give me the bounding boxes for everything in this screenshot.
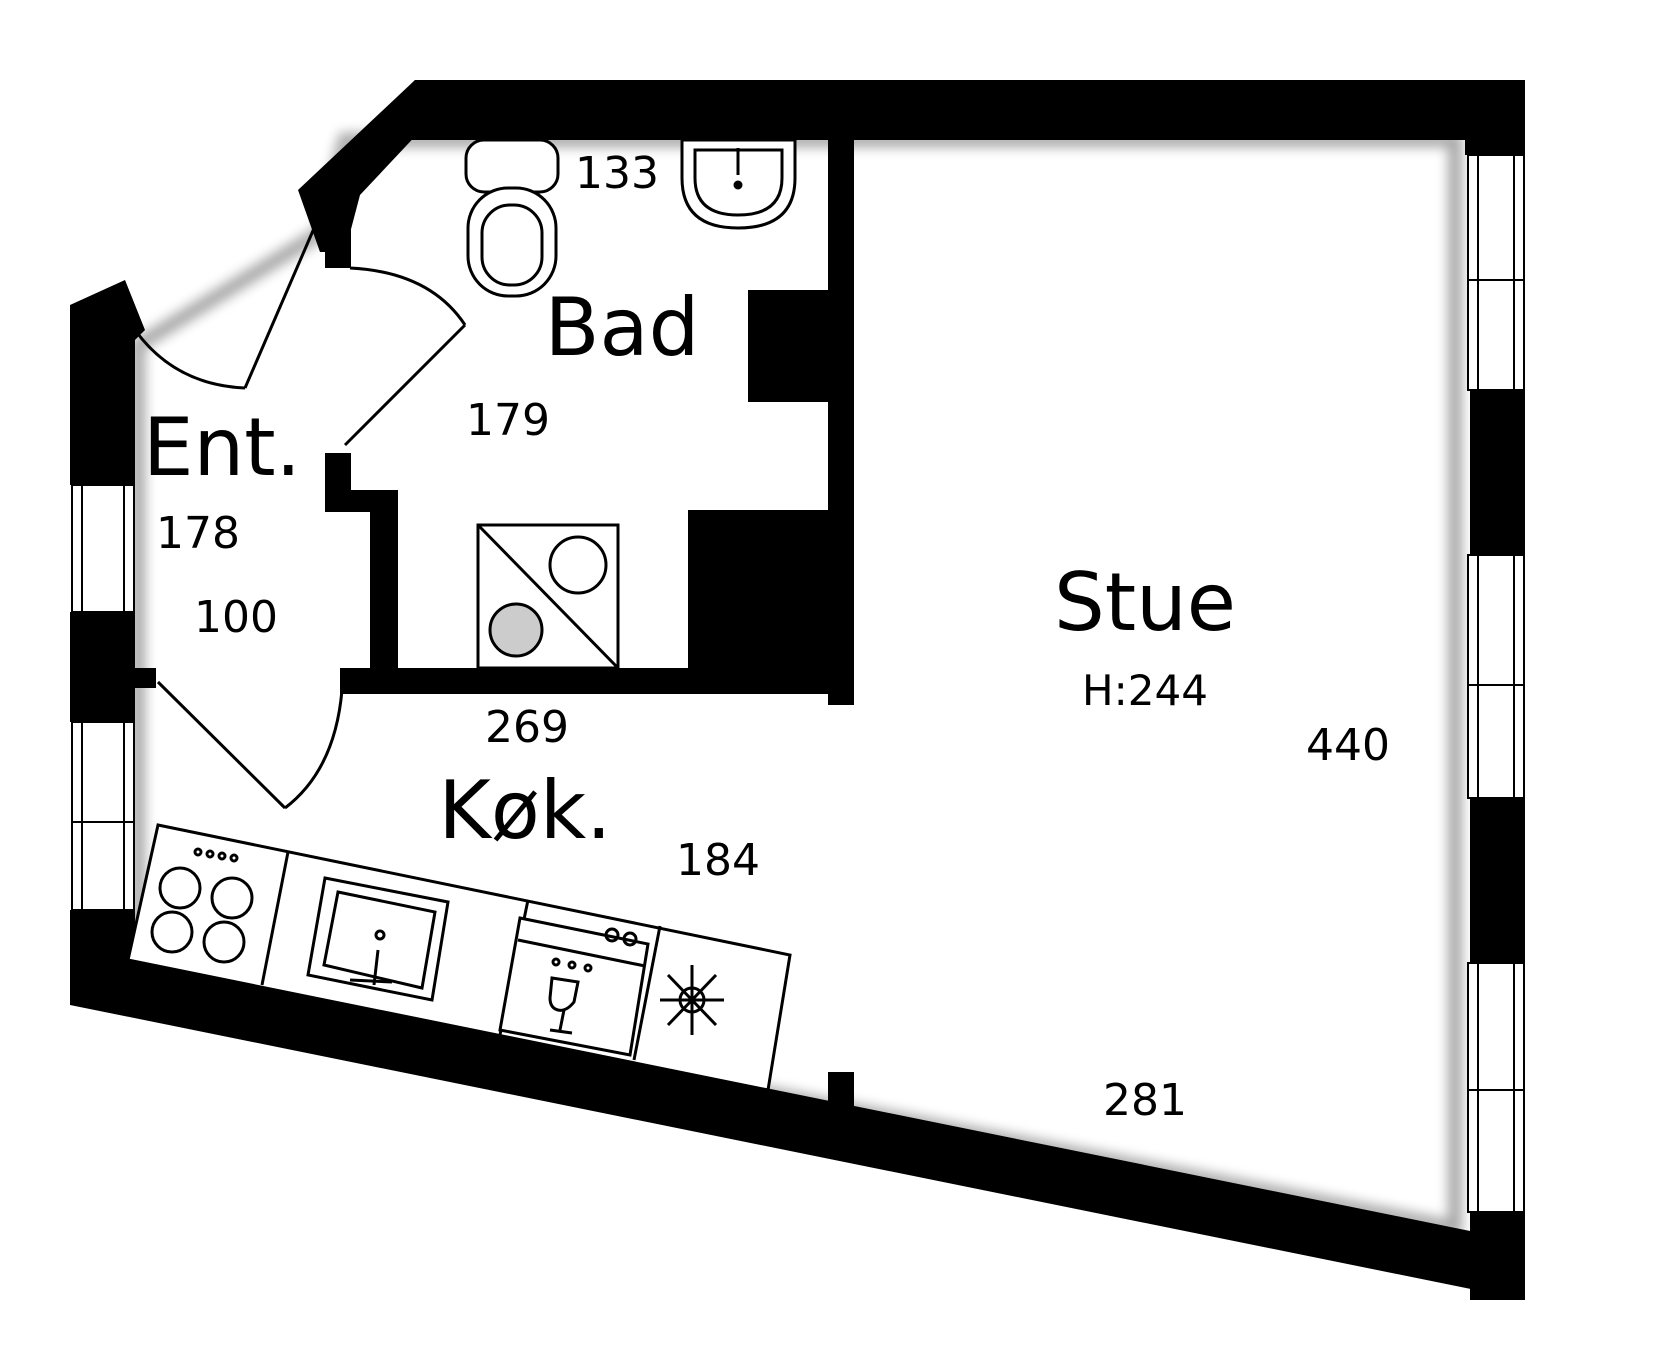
room-label-stue: Stue <box>1054 556 1236 649</box>
exterior-walls <box>70 80 1525 1300</box>
door-bathroom[interactable] <box>343 266 467 447</box>
wall-bath-left-lower <box>325 490 398 668</box>
kitchen-sink-icon <box>306 876 450 1002</box>
shaft-upper <box>748 290 830 402</box>
wall-bath-bottom <box>340 668 854 694</box>
wall-right-2 <box>1470 390 1525 555</box>
interior-walls <box>128 140 854 705</box>
shower-icon <box>476 523 620 670</box>
dimension-bad-depth: 179 <box>466 395 550 446</box>
shaft-lower <box>688 510 830 670</box>
washbasin-icon <box>680 138 797 230</box>
wall-bath-door-stub-top <box>325 230 351 268</box>
wall-right-4 <box>1470 1212 1525 1300</box>
stove-icon <box>150 847 254 964</box>
dishwasher-icon <box>498 916 650 1057</box>
wall-left-middle <box>70 612 135 722</box>
room-height-label: H:244 <box>1082 666 1208 715</box>
wall-left-upper <box>70 280 145 485</box>
dimension-stue-bottom: 281 <box>1103 1075 1187 1126</box>
room-label-ent: Ent. <box>143 401 301 494</box>
dimension-kok-top: 269 <box>485 702 569 753</box>
wall-bottom <box>70 910 1525 1300</box>
door-entrance[interactable] <box>133 225 317 390</box>
dimension-stue-depth: 440 <box>1306 720 1390 771</box>
window-right-3 <box>1467 962 1525 1213</box>
wall-diagonal-top-left <box>298 80 468 252</box>
wall-top <box>360 80 1525 140</box>
window-left-1 <box>71 484 135 613</box>
door-kitchen[interactable] <box>156 680 344 810</box>
wall-right-1 <box>1465 80 1525 155</box>
windows <box>71 154 1525 1213</box>
doors <box>133 225 467 810</box>
fridge-icon <box>660 965 724 1035</box>
dimension-ent-width: 100 <box>194 592 278 643</box>
wall-bath-right <box>828 140 854 705</box>
toilet-icon <box>464 138 560 298</box>
room-label-kok: Køk. <box>438 764 611 857</box>
dimension-ent-length: 178 <box>156 508 240 559</box>
dimension-bad-top: 133 <box>575 148 659 199</box>
window-right-1 <box>1467 154 1525 391</box>
window-right-2 <box>1467 554 1525 799</box>
dimension-kok-width: 184 <box>676 835 760 886</box>
wall-pillar-bottom <box>828 1072 854 1114</box>
room-label-bad: Bad <box>545 281 700 374</box>
wall-ent-stub <box>128 668 156 688</box>
window-left-2 <box>71 721 135 911</box>
wall-right-3 <box>1470 798 1525 963</box>
